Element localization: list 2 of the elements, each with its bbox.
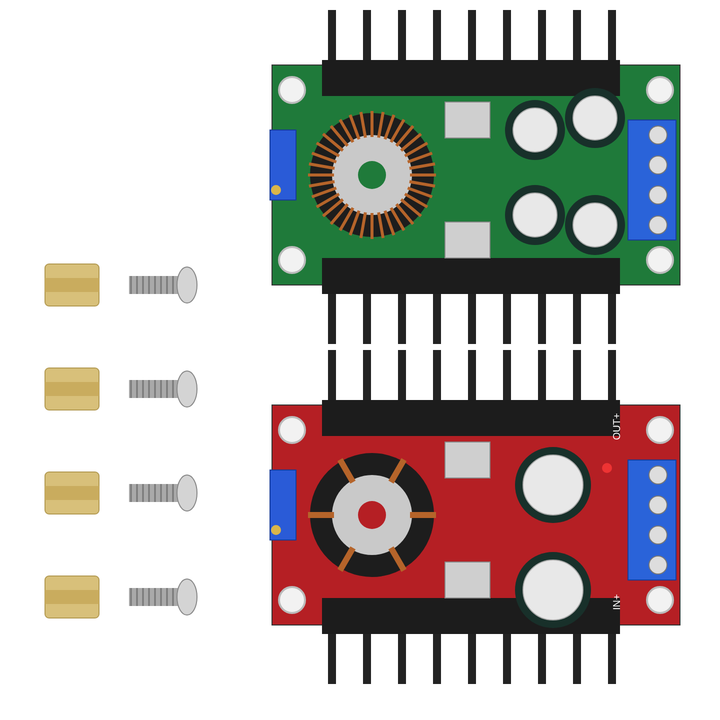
terminal-label: IN+	[612, 594, 623, 610]
terminal-label: OUT+	[612, 413, 623, 440]
